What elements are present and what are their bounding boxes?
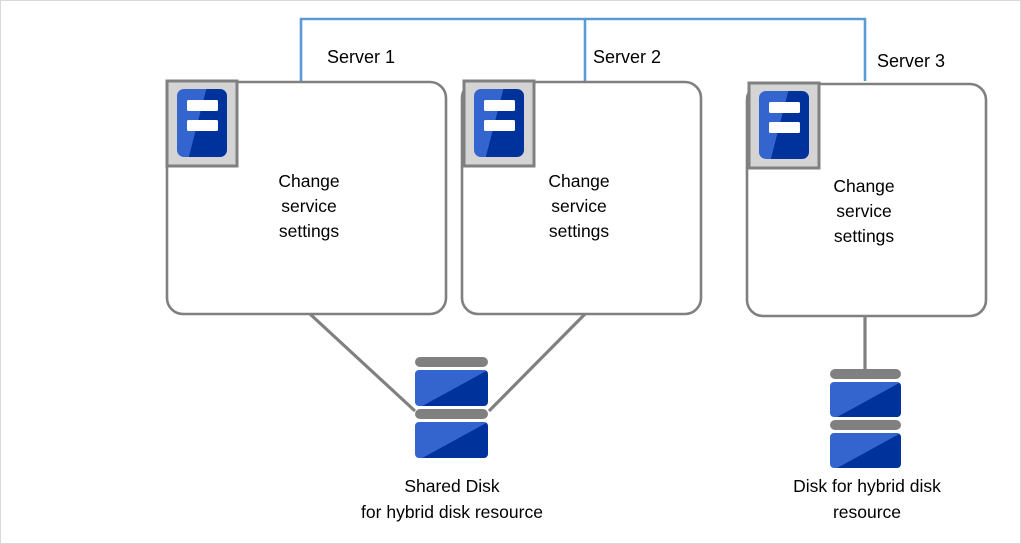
server-icon-2 [462,79,536,168]
server-box-text-1: Change service settings [278,171,340,241]
server-title-1: Server 1 [327,47,396,67]
hybrid-disk-icon [830,369,901,468]
server-icon-1 [165,79,239,168]
shared-disk-caption: Shared Disk for hybrid disk resource [361,476,543,522]
server-box-text-3: Change service settings [833,176,895,246]
server-group-bracket [299,17,867,81]
server-title-3: Server 3 [877,51,946,71]
shared-disk-icon [415,357,488,458]
connector-server1-shared-disk [308,312,417,413]
server-box-text-2: Change service settings [548,171,610,241]
server-icon-3 [747,81,821,170]
server-title-2: Server 2 [593,47,662,67]
disk-connectors [308,312,867,413]
hybrid-disk-caption: Disk for hybrid disk resource [793,476,941,522]
connector-server2-shared-disk [487,312,587,413]
